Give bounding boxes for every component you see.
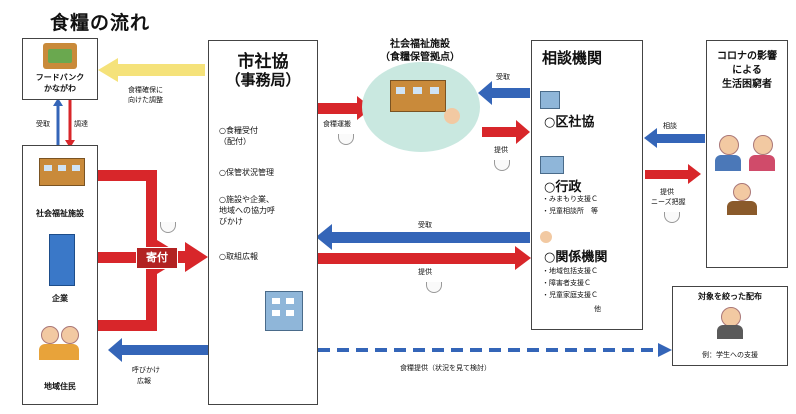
call-label-2: 広報 bbox=[137, 377, 151, 385]
facility-title-1: 社会福祉施設 bbox=[390, 39, 450, 50]
page-title: 食糧の流れ bbox=[50, 12, 151, 34]
corona-line-2: による bbox=[732, 65, 762, 76]
soudan-head-2: ○行政 bbox=[544, 180, 582, 195]
call-label-1: 呼びかけ bbox=[132, 366, 160, 374]
foodbank-box: フードバンク かながわ bbox=[22, 38, 98, 100]
soudan-item: ・地域包括支援Ｃ bbox=[542, 267, 598, 275]
facility-building-icon bbox=[390, 80, 446, 112]
middle-receive-arrow bbox=[330, 232, 530, 243]
rice-bowl-icon bbox=[664, 212, 680, 223]
shakyo-box: 市社協 （事務局） ○食糧受付 （配付） ○保管状況管理 ○施設や企業、 地域へ… bbox=[208, 40, 318, 405]
foodbank-label-2: かながわ bbox=[44, 84, 76, 93]
office-building-icon bbox=[49, 234, 75, 286]
targeted-box: 対象を絞った配布 例：学生への支援 bbox=[672, 286, 788, 366]
city-office-icon bbox=[540, 156, 564, 174]
person-icon bbox=[753, 135, 773, 155]
provide-needs-label-2: ニーズ把握 bbox=[651, 198, 686, 206]
soudan-item: 他 bbox=[594, 305, 601, 313]
consult-label: 相談 bbox=[663, 122, 677, 130]
bottom-label: 食糧提供（状況を見て検討） bbox=[400, 364, 491, 372]
donor-label-company: 企業 bbox=[52, 294, 68, 303]
soudan-item: ・障害者支援Ｃ bbox=[542, 279, 591, 287]
wheelchair-person-icon bbox=[444, 108, 460, 124]
soudan-head-1: ○区社協 bbox=[544, 115, 595, 130]
receive-label-top: 受取 bbox=[496, 73, 510, 81]
person-icon bbox=[719, 135, 739, 155]
soudan-title: 相談機関 bbox=[542, 49, 603, 67]
soudan-item: ・みまもり支援Ｃ bbox=[542, 195, 598, 203]
shakyo-item-2: ○保管状況管理 bbox=[219, 168, 274, 177]
soudan-item: ・児童家庭支援Ｃ bbox=[542, 291, 598, 299]
person-icon bbox=[733, 183, 751, 201]
corona-line-1: コロナの影響 bbox=[717, 51, 777, 62]
building-icon bbox=[39, 158, 85, 186]
middle-provide-arrow bbox=[317, 253, 517, 264]
donation-down-label: 調達 bbox=[74, 120, 88, 128]
rice-bowl-icon bbox=[426, 282, 442, 293]
foodbank-arrow-label-2: 向けた調整 bbox=[128, 96, 163, 104]
call-arrow bbox=[120, 345, 208, 355]
targeted-title: 対象を絞った配布 bbox=[698, 292, 762, 301]
transport-arrow bbox=[317, 103, 359, 114]
rice-bowl-icon bbox=[494, 160, 510, 171]
donor-label-facility: 社会福祉施設 bbox=[36, 209, 84, 218]
staff-icon bbox=[540, 231, 552, 243]
transport-label: 食糧運搬 bbox=[323, 120, 351, 128]
shakyo-item-4: ○取組広報 bbox=[219, 252, 258, 261]
donors-box: 社会福祉施設 企業 地域住民 bbox=[22, 145, 98, 405]
donation-badge: 寄付 bbox=[136, 247, 178, 269]
resident-icon-2 bbox=[61, 326, 79, 344]
corona-line-3: 生活困窮者 bbox=[722, 79, 772, 90]
corona-box: コロナの影響 による 生活困窮者 bbox=[706, 40, 788, 268]
facility-title-2: （食糧保管拠点） bbox=[380, 52, 460, 63]
rice-bowl-icon bbox=[338, 134, 354, 145]
shakyo-title-2: （事務局） bbox=[225, 71, 301, 89]
yellow-arrow bbox=[98, 58, 205, 82]
donor-label-residents: 地域住民 bbox=[44, 382, 76, 391]
resident-icon-1 bbox=[41, 326, 59, 344]
middle-receive-label: 受取 bbox=[418, 221, 432, 229]
soudan-box: 相談機関 ○区社協 ○行政 ・みまもり支援Ｃ ・児童相談所 等 ○関係機関 ・地… bbox=[531, 40, 643, 330]
targeted-example: 例：学生への支援 bbox=[702, 351, 758, 359]
soudan-head-3: ○関係機関 bbox=[544, 250, 608, 265]
rice-bowl-icon bbox=[160, 222, 176, 233]
provide-label-top: 提供 bbox=[494, 146, 508, 154]
provide-needs-label-1: 提供 bbox=[660, 188, 674, 196]
foodbank-label-1: フードバンク bbox=[35, 73, 85, 82]
student-icon bbox=[721, 307, 741, 327]
donation-up-label: 受取 bbox=[36, 120, 50, 128]
shakyo-item-3: ○施設や企業、 地域への協力呼 びかけ bbox=[219, 195, 275, 226]
soudan-item: ・児童相談所 等 bbox=[542, 207, 598, 215]
shakyo-item-1: ○食糧受付 （配付） bbox=[219, 126, 258, 146]
foodbank-arrow-label-1: 食糧確保に bbox=[128, 86, 163, 94]
ward-office-icon bbox=[540, 91, 560, 109]
office-icon bbox=[265, 291, 303, 331]
foodbank-icon bbox=[43, 43, 77, 69]
shakyo-title-1: 市社協 bbox=[237, 52, 289, 72]
middle-provide-label: 提供 bbox=[418, 268, 432, 276]
